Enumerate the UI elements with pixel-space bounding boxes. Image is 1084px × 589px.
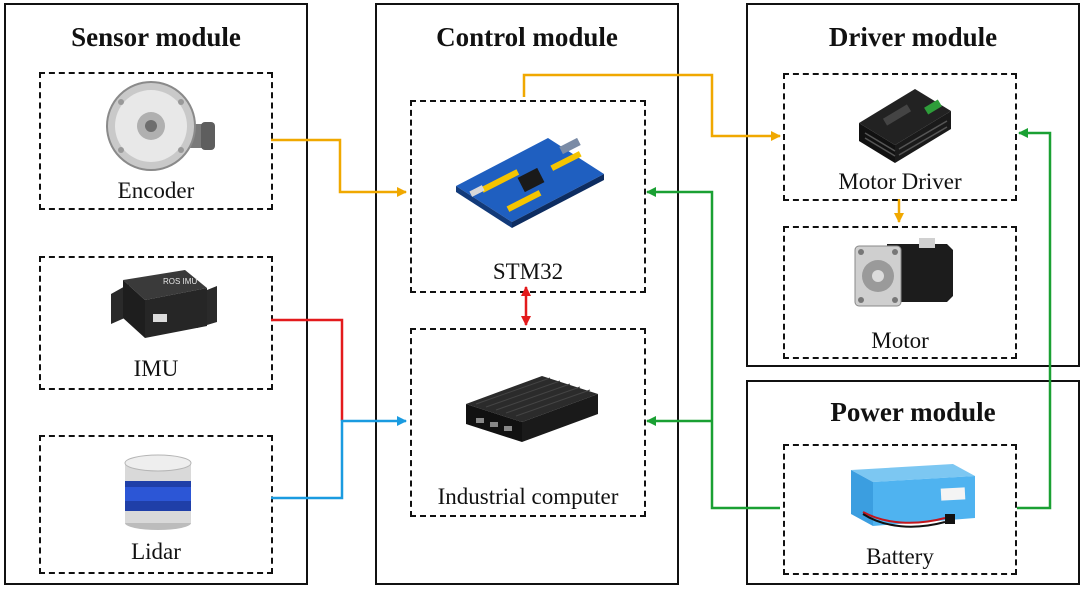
imu-icon: ROS IMU (111, 270, 217, 338)
circuit-board-icon (456, 137, 604, 228)
driver-module: Driver module Motor Driver Motor (746, 3, 1080, 367)
encoder-label: Encoder (117, 178, 195, 203)
motor-box: Motor (783, 226, 1017, 359)
imu-device-text: ROS IMU (163, 277, 197, 286)
control-module-title: Control module (436, 22, 618, 52)
lidar-icon (124, 454, 192, 530)
power-module: Power module Battery (746, 380, 1080, 585)
lidar-label: Lidar (131, 539, 181, 564)
motor-driver-box: Motor Driver (783, 73, 1017, 201)
motor-driver-icon (859, 89, 951, 163)
stm32-label: STM32 (492, 259, 564, 284)
encoder-icon (106, 81, 215, 171)
imu-box: ROS IMU IMU (39, 256, 273, 390)
battery-label: Battery (866, 544, 934, 569)
battery-box: Battery (783, 444, 1017, 575)
encoder-box: Encoder (39, 72, 273, 210)
imu-label: IMU (133, 356, 179, 381)
motor-driver-label: Motor Driver (838, 169, 962, 194)
sensor-module: Sensor module Encoder ROS IMU IMU (4, 3, 308, 585)
servo-motor-icon (854, 238, 953, 307)
power-module-title: Power module (830, 397, 996, 427)
driver-module-title: Driver module (828, 22, 998, 52)
lidar-box: Lidar (39, 435, 273, 574)
industrial-computer-label: Industrial computer (437, 484, 619, 509)
industrial-computer-box: Industrial computer (410, 328, 646, 517)
motor-label: Motor (871, 328, 929, 353)
sensor-module-title: Sensor module (71, 22, 241, 52)
control-module: Control module STM32 I (375, 3, 679, 585)
battery-pack-icon (851, 464, 975, 528)
industrial-pc-icon (466, 376, 598, 442)
stm32-box: STM32 (410, 100, 646, 293)
